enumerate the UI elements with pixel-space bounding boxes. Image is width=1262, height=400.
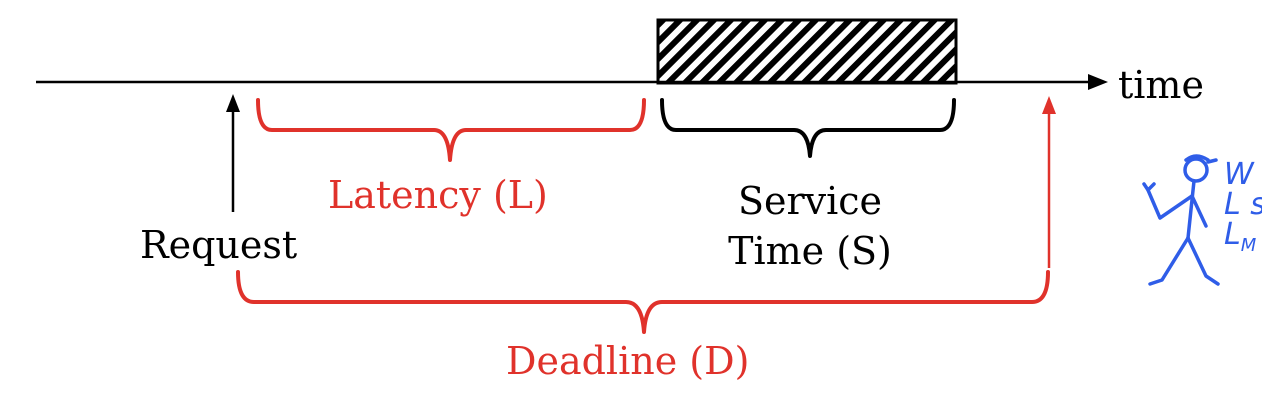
handwritten-note: W L s LM [1224,160,1262,261]
service-time-label: Service Time (S) [700,176,920,276]
service-time-brace [660,98,956,158]
handwritten-note-line3-sub: M [1240,235,1257,256]
service-time-block [656,18,958,85]
handwritten-note-line1: W [1224,160,1254,192]
handwritten-note-line3: LM [1224,220,1262,261]
handwritten-note-line2: L s [1224,187,1262,222]
time-axis-label: time [1118,63,1204,107]
deadline-brace [236,270,1050,334]
latency-label: Latency (L) [328,173,548,217]
arrow-up-icon [226,94,240,112]
latency-brace [256,98,646,162]
service-time-label-line1: Service [737,179,883,223]
arrow-right-icon [1088,74,1108,90]
request-label: Request [140,223,298,267]
deadline-arrow-head [1042,96,1056,114]
service-time-label-line2: Time (S) [728,229,892,273]
stick-figure-icon [1142,154,1220,286]
deadline-label: Deadline (D) [506,339,750,383]
handwritten-note-line3-text: L [1224,217,1241,252]
